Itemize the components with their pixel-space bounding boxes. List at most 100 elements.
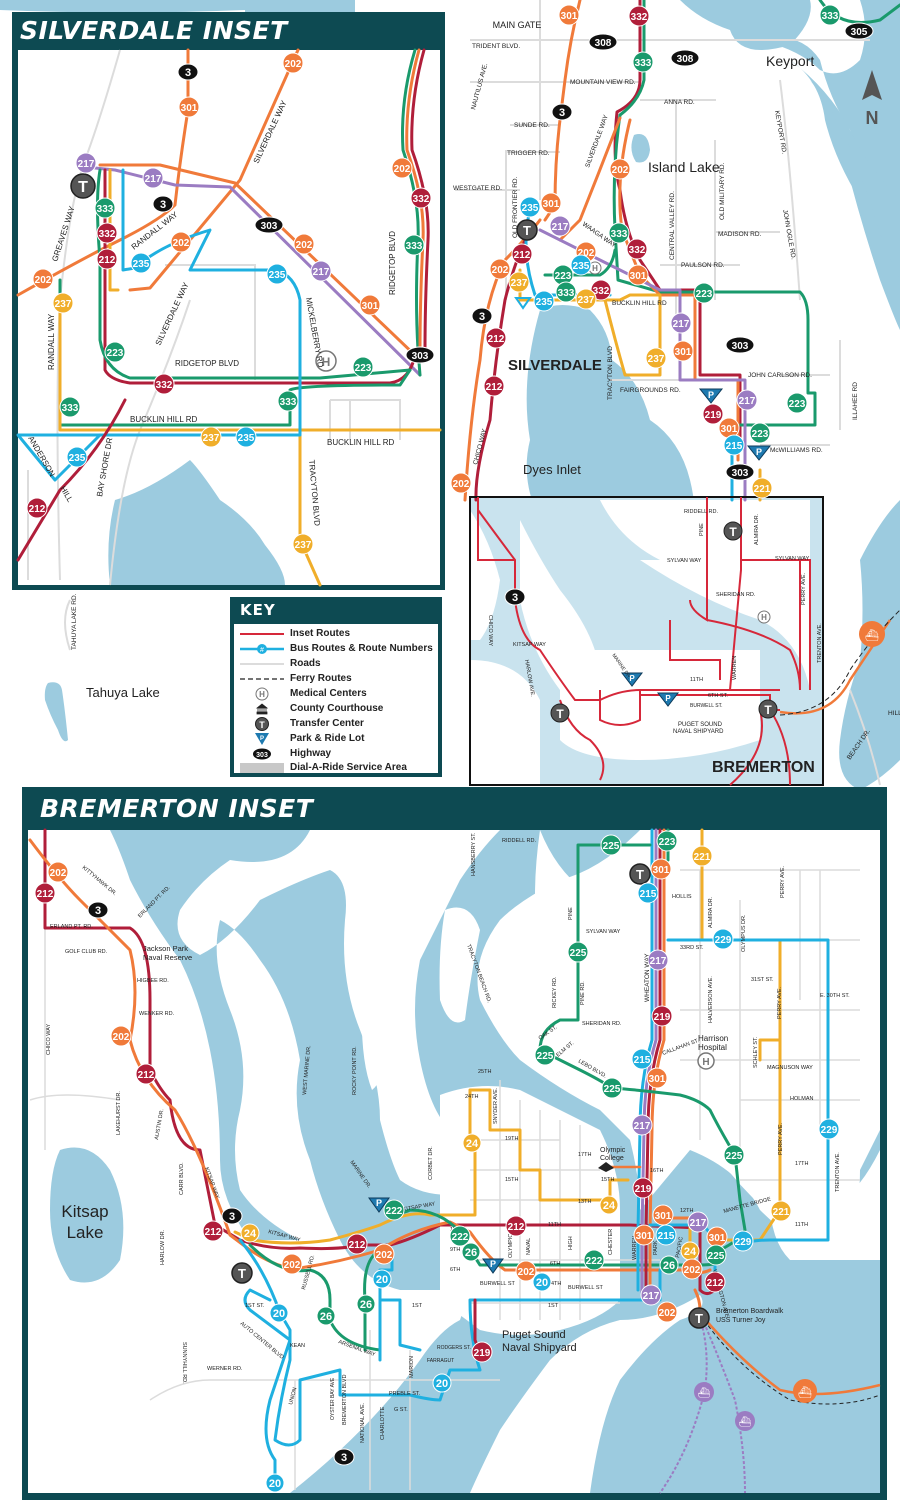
park-ride-icon-marine-dr: P (368, 1197, 390, 1213)
route-badge-215: 215 (723, 434, 745, 456)
road-label: 6TH ST. (708, 693, 728, 699)
route-badge-202: 202 (489, 258, 511, 280)
svg-text:303: 303 (256, 752, 268, 759)
road-label: E. 30TH ST. (820, 993, 850, 999)
route-badge-217: 217 (310, 260, 332, 282)
road-label: ALMIRA DR. (754, 513, 760, 545)
route-badge-333: 333 (59, 396, 81, 418)
route-badge-235: 235 (266, 263, 288, 285)
route-badge-20: 20 (265, 1473, 285, 1493)
route-badge-24: 24 (599, 1195, 619, 1215)
svg-text:212: 212 (349, 1240, 366, 1251)
svg-text:215: 215 (640, 889, 657, 900)
svg-text:24: 24 (244, 1228, 257, 1240)
svg-text:219: 219 (635, 1184, 652, 1195)
svg-text:301: 301 (561, 11, 578, 22)
road-label: NATIONAL AVE. (360, 1402, 366, 1443)
legend-item-bus-routes: # Bus Routes & Route Numbers (234, 642, 438, 657)
legend-label: Roads (290, 658, 321, 669)
silverdale-transfer-center: T (70, 173, 96, 199)
svg-text:215: 215 (634, 1055, 651, 1066)
route-badge-217: 217 (631, 1114, 653, 1136)
svg-text:202: 202 (50, 868, 67, 879)
svg-text:212: 212 (37, 889, 54, 900)
svg-text:229: 229 (735, 1237, 752, 1248)
route-badge-332: 332 (153, 373, 175, 395)
road-label: BURWELL ST (568, 1285, 603, 1291)
bus-route-line-icon: # (238, 642, 286, 657)
route-badge-301: 301 (178, 96, 200, 118)
svg-text:P: P (260, 736, 264, 742)
road-label: SUNNYHILL RD. (181, 1342, 187, 1384)
highway-shield-icon: 303 (238, 747, 286, 762)
transfer-icon-riddell: T (629, 863, 651, 885)
courthouse-icon (238, 702, 286, 717)
road-label: WARREN (732, 656, 738, 680)
svg-text:217: 217 (145, 174, 162, 185)
road-label: 31ST ST. (751, 977, 774, 983)
legend-item-highway: 303 Highway (234, 747, 438, 762)
route-badge-212: 212 (485, 327, 507, 349)
svg-text:235: 235 (238, 433, 255, 444)
road-label: RIDGETOP BLVD (175, 359, 239, 368)
svg-text:301: 301 (543, 199, 560, 210)
legend-label: Highway (290, 748, 332, 759)
route-badge-212: 212 (202, 1220, 224, 1242)
svg-text:202: 202 (285, 59, 302, 70)
place-label: Lake (67, 1223, 104, 1242)
road-label: NAVAL (526, 1238, 532, 1255)
route-badge-219: 219 (632, 1177, 654, 1199)
road-label: ERLAND PT. RD. (50, 924, 93, 930)
road-label: MOUNTAIN VIEW RD. (570, 79, 636, 86)
road-label: CENTRAL VALLEY RD. (669, 191, 676, 260)
route-badge-237: 237 (575, 288, 597, 310)
road-label: UNION (288, 1387, 298, 1406)
route-badge-20: 20 (532, 1272, 552, 1292)
svg-text:333: 333 (280, 397, 297, 408)
svg-text:T: T (695, 1311, 703, 1326)
svg-text:301: 301 (181, 103, 198, 114)
legend-label: Park & Ride Lot (290, 733, 365, 744)
route-badge-223: 223 (693, 282, 715, 304)
highway-shield-303: 303 (405, 346, 435, 364)
route-badge-235: 235 (533, 290, 555, 312)
place-label: Bremerton Boardwalk (716, 1308, 784, 1315)
route-badge-229: 229 (712, 928, 734, 950)
hospital-icon: H (238, 687, 286, 702)
route-badge-202: 202 (32, 268, 54, 290)
svg-text:3: 3 (160, 199, 166, 211)
svg-text:H: H (702, 1057, 709, 1068)
route-badge-235: 235 (130, 252, 152, 274)
road-label: RIDDELL RD. (684, 509, 718, 515)
road-label: SHERIDAN RD. (582, 1021, 622, 1027)
route-badge-332: 332 (96, 222, 118, 244)
route-badge-212: 212 (26, 497, 48, 519)
road-label: 11TH (548, 1222, 561, 1228)
road-label: JOHN CARLSON RD. (748, 372, 812, 379)
svg-text:301: 301 (655, 1211, 672, 1222)
road-label: PINE (699, 523, 705, 536)
svg-text:225: 225 (708, 1251, 725, 1262)
place-label: Dyes Inlet (523, 462, 581, 477)
svg-text:223: 223 (555, 271, 572, 282)
route-badge-202: 202 (681, 1258, 703, 1280)
highway-shield-303: 303 (725, 463, 755, 481)
college-icon (598, 1162, 614, 1172)
highway-shield-3: 3 (87, 901, 109, 919)
highway-shield-3: 3 (551, 103, 573, 121)
silverdale-hospital-icon: H (315, 350, 337, 372)
svg-text:3: 3 (341, 1452, 347, 1464)
road-label: 4TH (551, 1281, 561, 1287)
route-badge-333: 333 (94, 197, 116, 219)
road-label: CHESTER (608, 1229, 614, 1255)
transfer-center-icon: T (238, 717, 286, 732)
road-line-icon (238, 657, 286, 672)
route-badge-202: 202 (47, 861, 69, 883)
route-badge-215: 215 (637, 882, 659, 904)
route-badge-26: 26 (356, 1294, 376, 1314)
road-label: HILLC (888, 710, 900, 717)
svg-text:215: 215 (726, 441, 743, 452)
route-badge-217: 217 (687, 1211, 709, 1233)
